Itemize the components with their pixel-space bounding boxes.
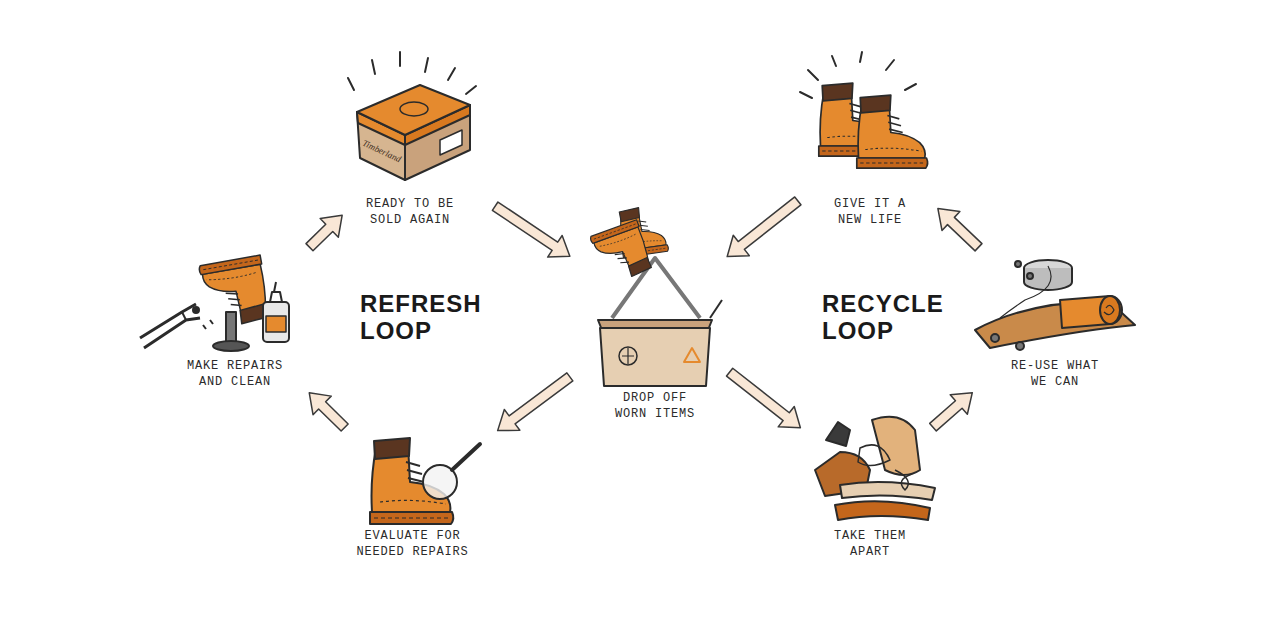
- inspected-boot: [452, 444, 480, 470]
- shoebox: [348, 52, 476, 180]
- boot-parts: [895, 470, 912, 490]
- reused-materials: [1027, 273, 1033, 279]
- step-label: READY TO BE SOLD AGAIN: [360, 196, 460, 228]
- repair-tools: [199, 255, 272, 329]
- repair-tools: [263, 302, 289, 342]
- reused-materials: [975, 260, 1135, 350]
- reused-materials: [1060, 296, 1122, 328]
- step-label: TAKE THEM APART: [828, 528, 913, 560]
- loop-title: RECYCLE LOOP: [822, 290, 942, 344]
- drop-off-bin: [600, 328, 710, 386]
- reused-materials: [1104, 305, 1114, 314]
- flow-arrow: [498, 373, 573, 431]
- inspected-boot: [370, 438, 480, 524]
- process-step: EVALUATE FOR NEEDED REPAIRS: [348, 428, 478, 560]
- repair-tools: [140, 255, 289, 351]
- shoebox: [348, 52, 476, 94]
- boot-parts: [840, 482, 935, 500]
- drop-off-bin: [622, 348, 634, 364]
- flow-arrow: [727, 368, 801, 428]
- boot-parts: [858, 445, 890, 466]
- drop-off-bin: [619, 347, 637, 365]
- drop-off-bin: [710, 300, 722, 318]
- step-label: GIVE IT A NEW LIFE: [828, 196, 913, 228]
- process-step: DROP OFF WORN ITEMS: [590, 205, 720, 422]
- reused-materials: [991, 334, 999, 342]
- repair-tools: [140, 304, 200, 348]
- repair-tools: [270, 282, 282, 302]
- reused-materials: [1100, 296, 1120, 324]
- flow-arrow: [727, 197, 801, 257]
- step-label: MAKE REPAIRS AND CLEAN: [180, 358, 290, 390]
- new-boots: [800, 52, 916, 98]
- drop-off-bin: [612, 258, 700, 318]
- step-label: RE-USE WHAT WE CAN: [1005, 358, 1105, 390]
- flow-arrow: [492, 202, 570, 257]
- step-label: DROP OFF WORN ITEMS: [609, 390, 701, 422]
- repair-tools: [182, 312, 186, 320]
- boot-parts: [835, 501, 930, 520]
- flow-arrow: [306, 215, 342, 250]
- shoebox: [440, 130, 462, 155]
- process-step: MAKE REPAIRS AND CLEAN: [150, 250, 320, 390]
- drop-off-bin: [590, 220, 655, 286]
- repair-tools: [213, 341, 249, 351]
- drop-off-bin: [590, 204, 722, 386]
- shoebox: [357, 85, 470, 135]
- reused-materials: [1000, 266, 1051, 318]
- process-step: GIVE IT A NEW LIFE: [805, 60, 935, 228]
- repair-tools: [226, 312, 236, 344]
- reused-materials: [1016, 342, 1024, 350]
- boot-parts: [872, 417, 920, 475]
- flow-arrow: [930, 393, 973, 431]
- boot-parts: [815, 417, 935, 520]
- drop-off-bin: [684, 348, 700, 362]
- process-step: RE-USE WHAT WE CAN: [975, 250, 1135, 390]
- step-label: EVALUATE FOR NEEDED REPAIRS: [352, 528, 474, 560]
- repair-tools: [193, 307, 199, 313]
- reused-materials: [1015, 261, 1021, 267]
- boot-parts: [826, 422, 850, 446]
- shoebox: [400, 102, 428, 116]
- flow-arrow: [309, 393, 348, 431]
- loop-title: REFRESH LOOP: [360, 290, 480, 344]
- new-boots: [857, 95, 928, 168]
- process-step: TAKE THEM APART: [810, 405, 930, 560]
- process-step: READY TO BE SOLD AGAIN: [345, 70, 475, 228]
- repair-tools: [266, 316, 286, 332]
- flow-arrow: [938, 209, 982, 251]
- new-boots: [800, 52, 928, 168]
- repair-tools: [203, 320, 213, 329]
